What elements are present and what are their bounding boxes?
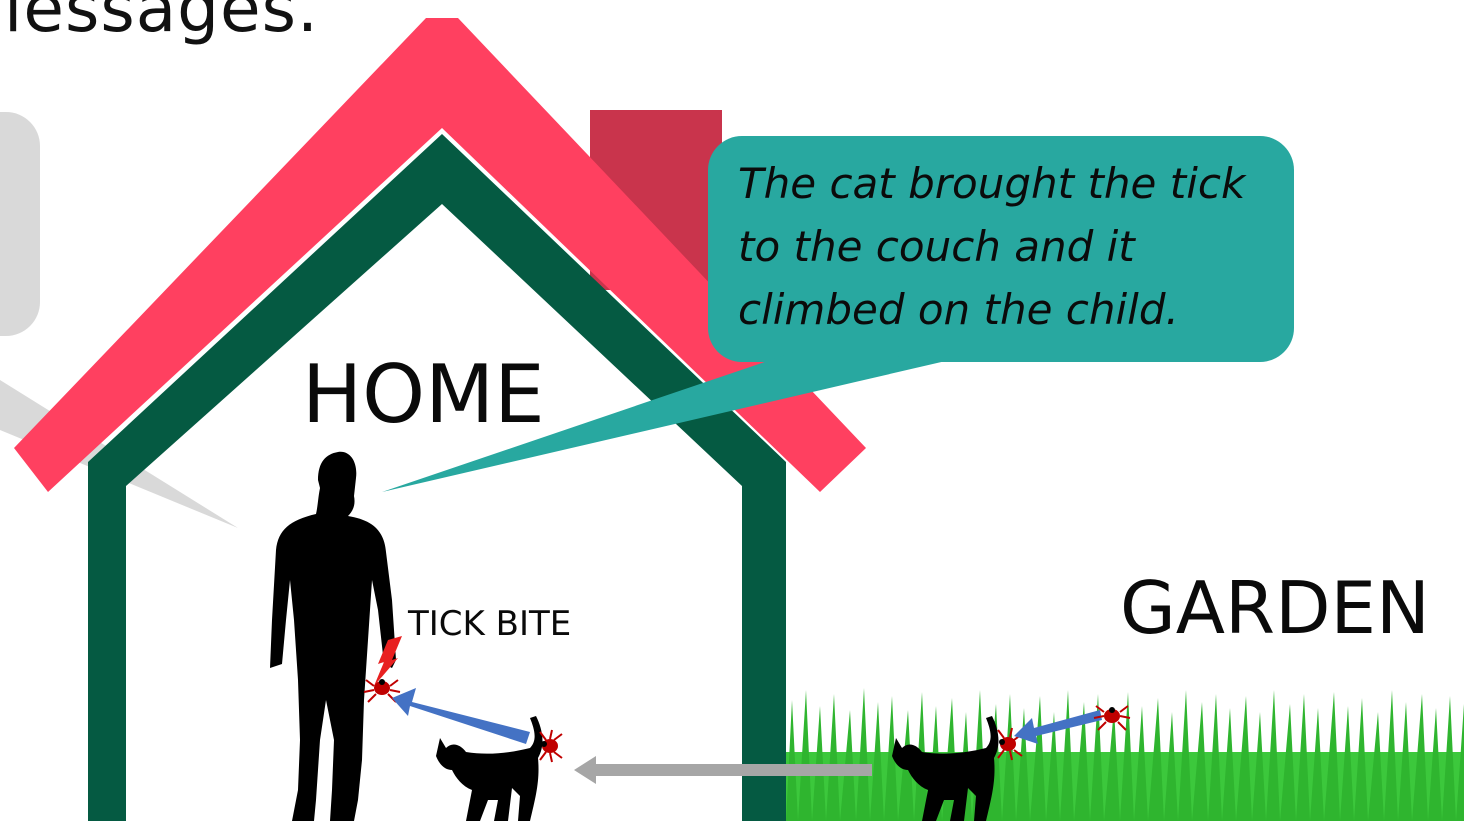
person-silhouette [270,452,396,821]
garden-label: GARDEN [1120,566,1430,650]
home-label: HOME [302,348,545,441]
blue-arrow-home [392,688,530,744]
blue-arrow-garden [1014,710,1102,744]
callout-text: The cat brought the tick to the couch an… [738,152,1283,341]
tick-on-home-cat-icon [540,730,562,762]
slide-title-fragment: lessages. [4,0,319,47]
bite-bolt-icon [374,636,402,686]
tick-bite-label: TICK BITE [408,604,571,644]
